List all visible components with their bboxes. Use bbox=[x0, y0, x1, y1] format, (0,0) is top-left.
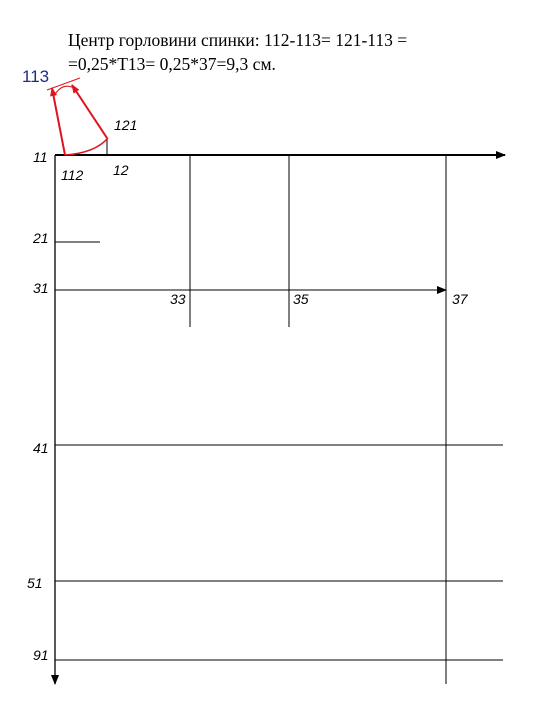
label-35: 35 bbox=[293, 291, 309, 307]
label-51: 51 bbox=[27, 575, 43, 591]
label-113: 113 bbox=[22, 67, 49, 86]
formula-caption: Центр горловини спинки: 112-113= 121-113… bbox=[68, 28, 528, 76]
label-121: 121 bbox=[114, 117, 137, 133]
formula-line-2: =0,25*Т13= 0,25*37=9,3 см. bbox=[68, 54, 276, 74]
label-31: 31 bbox=[33, 280, 49, 296]
neck-construction bbox=[46, 77, 109, 156]
label-33: 33 bbox=[170, 291, 186, 307]
label-37: 37 bbox=[452, 291, 469, 307]
label-11: 11 bbox=[33, 149, 48, 165]
label-91: 91 bbox=[33, 647, 49, 663]
formula-line-1: Центр горловини спинки: 112-113= 121-113… bbox=[68, 30, 408, 50]
label-41: 41 bbox=[33, 440, 49, 456]
label-12: 12 bbox=[113, 162, 129, 178]
label-112: 112 bbox=[61, 167, 84, 183]
label-21: 21 bbox=[32, 230, 49, 246]
